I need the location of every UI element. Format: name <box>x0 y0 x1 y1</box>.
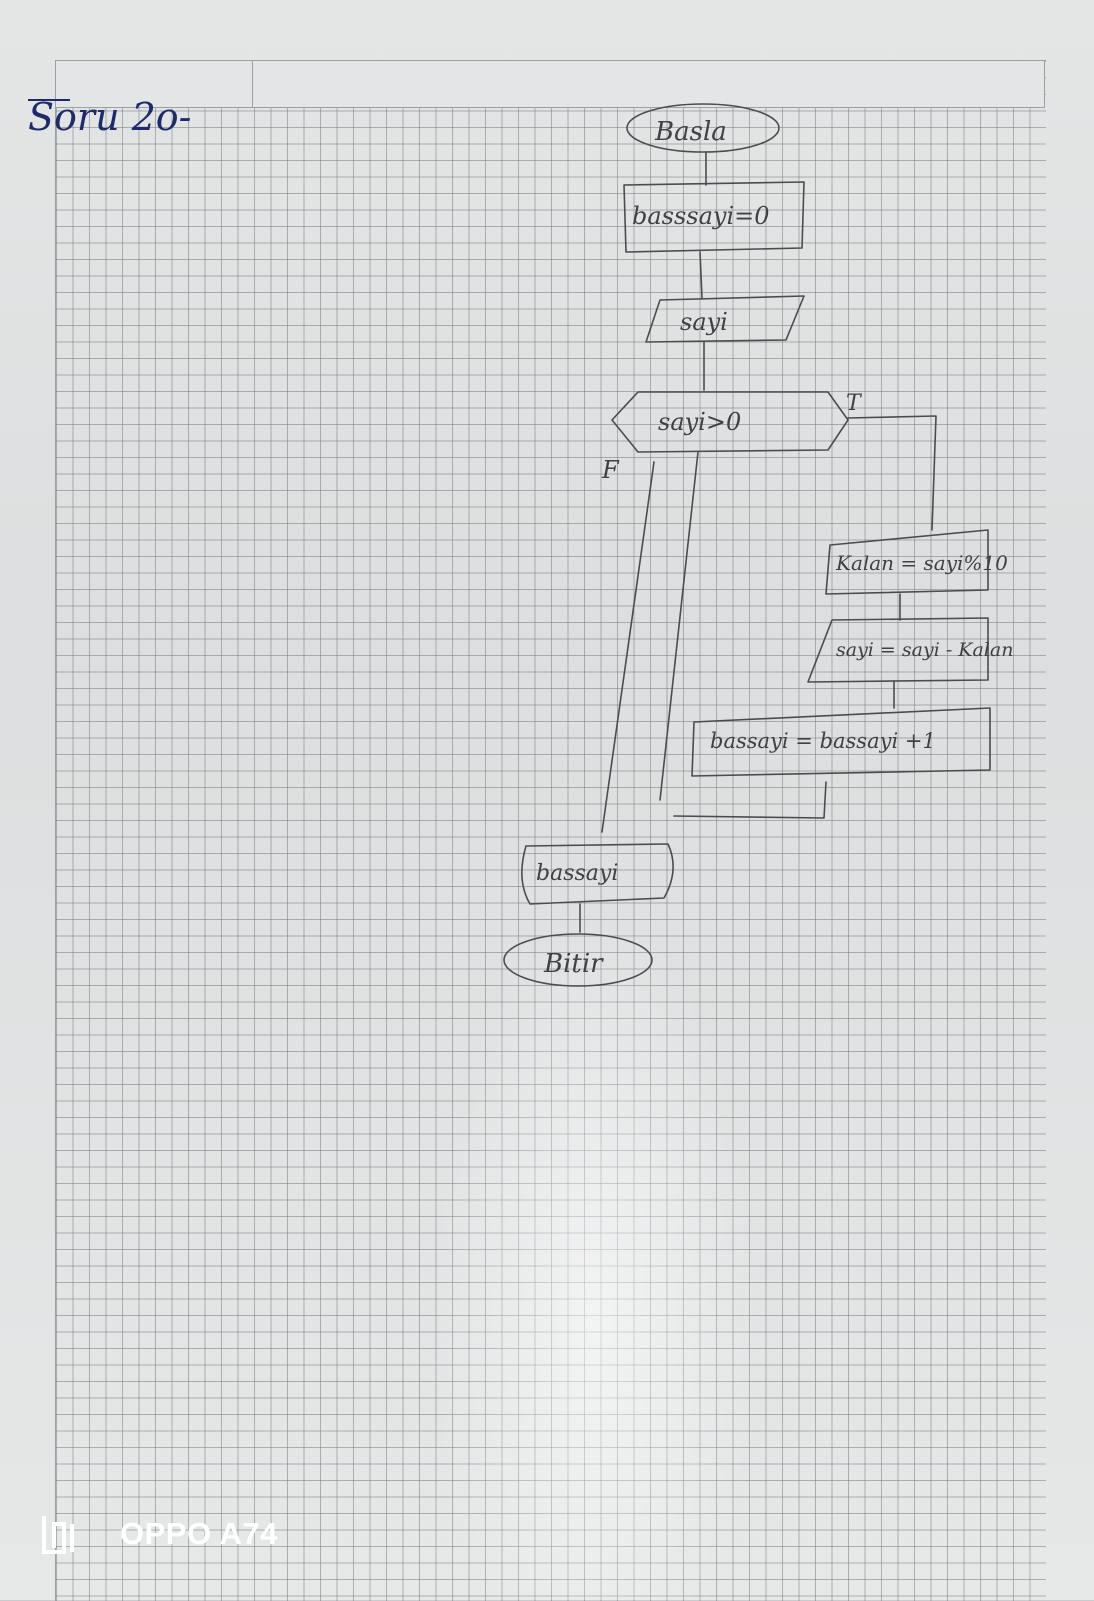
page-header-band <box>55 60 1045 108</box>
light-shadow <box>430 900 760 1600</box>
input-label: sayi <box>680 308 728 336</box>
inc-label: bassayi = bassayi +1 <box>710 729 936 753</box>
init-process: basssayi=0 <box>623 181 805 253</box>
output-label: bassayi <box>536 861 618 886</box>
oppo-logo-icon <box>42 1516 74 1554</box>
output-display: bassayi <box>521 843 674 905</box>
end-label: Bitir <box>543 949 604 979</box>
start-terminator: Basla <box>626 103 780 153</box>
question-title: Soru 2o- <box>28 95 192 139</box>
connector-false-branch <box>601 461 655 833</box>
sub-label: sayi = sayi - Kalan <box>836 639 1013 661</box>
connector-true-branch <box>847 415 937 531</box>
connector-init-input <box>699 251 703 299</box>
process-inc: bassayi = bassayi +1 <box>691 707 991 777</box>
false-branch-label: F <box>601 456 620 484</box>
loop-back-bottom <box>673 781 827 819</box>
condition-label: sayi>0 <box>658 408 741 436</box>
mod-label: Kalan = sayi%10 <box>835 551 1008 575</box>
end-terminator: Bitir <box>503 933 653 987</box>
condition-shape: sayi>0 <box>611 391 849 453</box>
process-mod: Kalan = sayi%10 <box>825 529 1008 595</box>
process-sub: sayi = sayi - Kalan <box>807 617 1013 683</box>
init-label: basssayi=0 <box>632 202 770 230</box>
watermark-text: OPPO A74 <box>120 1516 278 1551</box>
camera-watermark: OPPO A74 <box>40 1512 278 1556</box>
true-branch-label: T <box>846 391 863 416</box>
header-divider <box>252 60 253 108</box>
loop-back-line <box>659 451 699 801</box>
input-parallelogram: sayi <box>645 295 805 343</box>
start-label: Basla <box>654 117 727 147</box>
